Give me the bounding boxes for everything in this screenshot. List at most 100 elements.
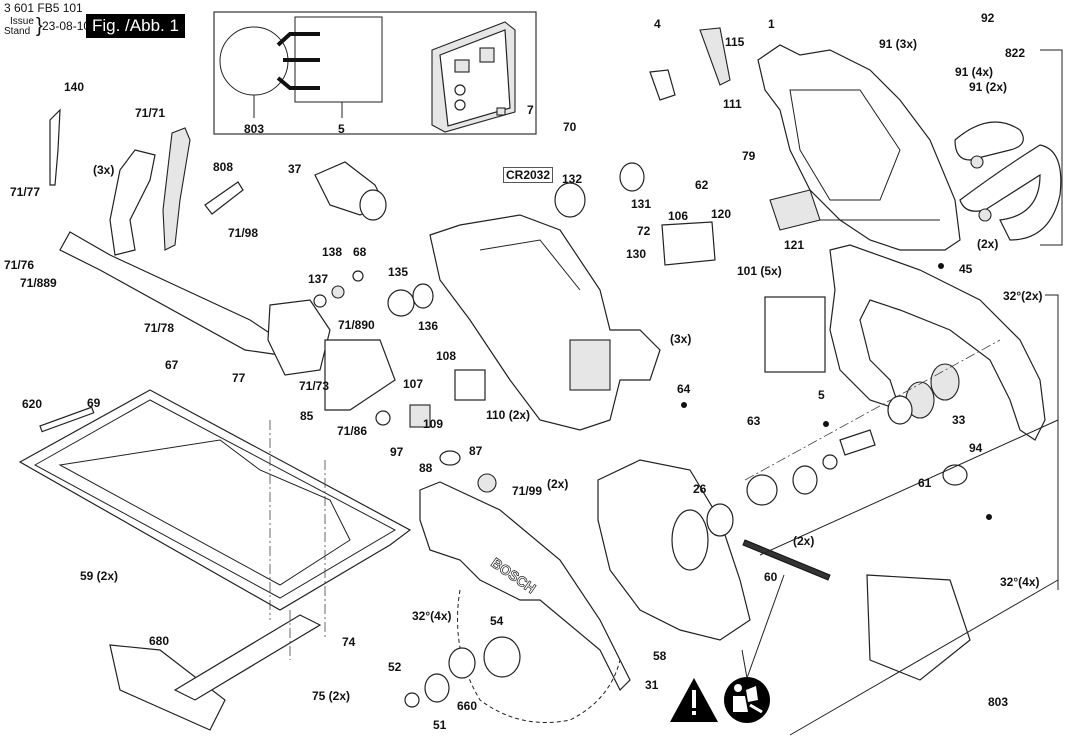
- wiring-inset: [213, 11, 537, 135]
- part-label: 1: [768, 17, 775, 31]
- bevel-bracket: [49, 108, 281, 356]
- part-label: 54: [490, 614, 504, 628]
- part-label: 131: [631, 197, 652, 211]
- saw-blade: [457, 589, 621, 723]
- part-label: 136: [418, 319, 439, 333]
- part-label: 77: [232, 371, 246, 385]
- figure-badge: Fig. /Abb. 1: [86, 14, 185, 38]
- quantity-label: (2x): [793, 534, 815, 548]
- stand-label: Stand: [4, 26, 31, 37]
- part-label: 71/890: [338, 318, 375, 332]
- part-label: 33: [952, 413, 966, 427]
- part-label: 5: [818, 388, 825, 402]
- part-label: 64: [677, 382, 691, 396]
- part-label: 106: [668, 209, 689, 223]
- part-label: 79: [742, 149, 756, 163]
- part-label: 91 (3x): [879, 37, 918, 51]
- part-label: 137: [308, 272, 329, 286]
- part-label: 37: [288, 162, 302, 176]
- part-label: 32°(4x): [1000, 575, 1040, 589]
- handle-822: [954, 121, 1062, 241]
- part-label: 31: [645, 678, 659, 692]
- part-label: 135: [388, 265, 409, 279]
- part-label: 660: [457, 699, 478, 713]
- quantity-label: (3x): [93, 163, 115, 177]
- issue-date: 23-08-10: [42, 19, 91, 33]
- part-label: 88: [419, 461, 433, 475]
- part-label: 74: [342, 635, 356, 649]
- part-label: 120: [711, 207, 732, 221]
- pendulum-guard: [597, 459, 751, 641]
- part-label: 109: [423, 417, 444, 431]
- part-label: 620: [22, 397, 43, 411]
- part-label: 63: [747, 414, 761, 428]
- gear-housing: [429, 214, 661, 431]
- part-label: 91 (2x): [969, 80, 1008, 94]
- quantity-label: (3x): [670, 332, 692, 346]
- motor-housing-part-1: [757, 44, 961, 251]
- part-label: 60: [764, 570, 778, 584]
- quantity-label: (2x): [977, 237, 999, 251]
- part-label: 71/98: [228, 226, 259, 240]
- part-label: 61: [918, 476, 932, 490]
- part-label: 132: [562, 172, 583, 186]
- part-label: 71/86: [337, 424, 368, 438]
- part-label: 59 (2x): [80, 569, 119, 583]
- inset-label-module: 5: [338, 122, 345, 136]
- read-manual-icon: [724, 677, 770, 723]
- brace: }: [36, 15, 43, 37]
- part-label: 75 (2x): [312, 689, 351, 703]
- part-label: 803: [988, 695, 1009, 709]
- rip-fence: [109, 614, 322, 731]
- part-label: 822: [1005, 46, 1026, 60]
- part-label: 68: [353, 245, 367, 259]
- warning-triangle-icon: [670, 678, 718, 722]
- part-label: 71/76: [4, 258, 35, 272]
- part-label: 62: [695, 178, 709, 192]
- issue-label: Issue: [10, 16, 34, 27]
- part-label: 45: [959, 262, 973, 276]
- part-label: 110 (2x): [486, 408, 531, 422]
- part-label: 121: [784, 238, 805, 252]
- part-label: 71/77: [10, 185, 41, 199]
- part-label: 140: [64, 80, 85, 94]
- part-label: 4: [654, 17, 661, 31]
- part-label: 138: [322, 245, 343, 259]
- upper-guard: [829, 244, 1046, 441]
- part-label: 94: [969, 441, 983, 455]
- part-label: 67: [165, 358, 179, 372]
- part-label: 32°(4x): [412, 609, 452, 623]
- part-label: 26: [693, 482, 707, 496]
- document-number: 3 601 FB5 101: [4, 1, 83, 15]
- part-label: 70: [563, 120, 577, 134]
- part-label: 58: [653, 649, 667, 663]
- part-label: 52: [388, 660, 402, 674]
- part-label: 71/889: [20, 276, 57, 290]
- part-label: 87: [469, 444, 483, 458]
- small-hardware: [39, 27, 971, 708]
- base-plate: [18, 389, 412, 611]
- part-label: 92: [981, 11, 995, 25]
- inset-label-motor: 803: [244, 122, 265, 136]
- part-label: 680: [149, 634, 170, 648]
- part-label: 71/78: [144, 321, 175, 335]
- part-label: 108: [436, 349, 457, 363]
- part-label: 51: [433, 718, 447, 732]
- part-label: 808: [213, 160, 234, 174]
- inset-label-part-7: 7: [527, 103, 534, 117]
- part-label: 32°(2x): [1003, 289, 1043, 303]
- part-label: 97: [390, 445, 404, 459]
- part-label: 107: [403, 377, 424, 391]
- part-label: 71/71: [135, 106, 166, 120]
- part-label: 72: [637, 224, 651, 238]
- part-label: 111: [723, 97, 742, 111]
- battery-label: CR2032: [503, 167, 554, 183]
- part-label: 130: [626, 247, 647, 261]
- part-label: 85: [300, 409, 314, 423]
- part-label: 71/99: [512, 484, 543, 498]
- electronic-module: [431, 21, 516, 133]
- part-label: 71/73: [299, 379, 330, 393]
- part-label: 91 (4x): [955, 65, 994, 79]
- quantity-label: (2x): [547, 477, 569, 491]
